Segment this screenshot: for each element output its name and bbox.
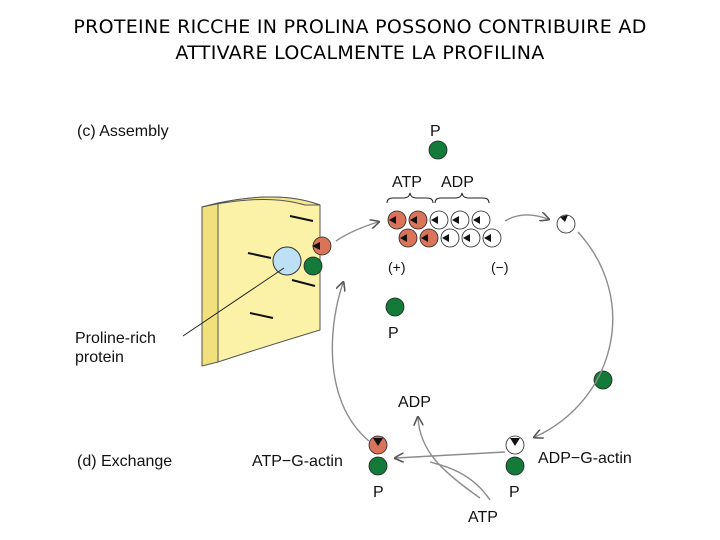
atp-g-actin-label: ATP−G-actin [252, 453, 343, 470]
proline-label-1: Proline-rich [75, 330, 156, 347]
adp-actin-free [556, 214, 576, 234]
arrow-down-right [535, 231, 614, 437]
page-title: PROTEINE RICCHE IN PROLINA POSSONO CONTR… [0, 14, 720, 66]
profilin-bound [303, 256, 323, 276]
atp-g-actin-profilin [368, 456, 388, 476]
minus-end-label: (−) [491, 259, 509, 275]
cell-membrane [201, 196, 321, 367]
arrow-atp-in [429, 461, 491, 501]
atp-top-label: ATP [392, 174, 422, 191]
adp-mid-label: ADP [398, 394, 431, 411]
p-right-bottom-label: P [509, 484, 520, 501]
profilin-right [593, 370, 613, 390]
adp-g-actin-profilin [505, 456, 525, 476]
arrow-up-left [331, 283, 370, 442]
exchange-label: (d) Exchange [77, 453, 172, 470]
arrow-to-filament [335, 222, 378, 242]
arrow-adp-out [418, 418, 481, 499]
assembly-label: (c) Assembly [77, 123, 169, 140]
adp-g-actin-label: ADP−G-actin [538, 450, 632, 467]
plus-end-label: (+) [388, 259, 406, 275]
proline-label-2: protein [75, 349, 124, 366]
cycle-arrows [331, 215, 614, 501]
adp-actin-free-cleft [560, 215, 568, 222]
title-line-2: ATTIVARE LOCALMENTE LA PROFILINA [175, 42, 545, 64]
membrane-marks [247, 215, 316, 319]
filament-braces [386, 192, 490, 204]
p-left-bottom-label: P [373, 484, 384, 501]
p-mid-label: P [388, 325, 399, 342]
profilin-middle [385, 297, 405, 317]
p-top-label: P [430, 123, 441, 140]
proline-pointer [182, 267, 285, 337]
adp-top-label: ADP [441, 174, 474, 191]
actin-filament [387, 210, 502, 248]
arrow-depolymerize [504, 215, 548, 221]
filament-clefts [389, 216, 491, 242]
arrow-exchange [396, 451, 506, 458]
atp-actin-bound-cleft [312, 242, 320, 250]
atp-g-actin-cleft [373, 438, 383, 446]
atp-bottom-label: ATP [468, 509, 498, 526]
proline-rich-protein [272, 246, 302, 276]
title-line-1: PROTEINE RICCHE IN PROLINA POSSONO CONTR… [73, 16, 647, 38]
adp-g-actin-cleft [510, 438, 520, 446]
profilin-top [428, 140, 448, 160]
